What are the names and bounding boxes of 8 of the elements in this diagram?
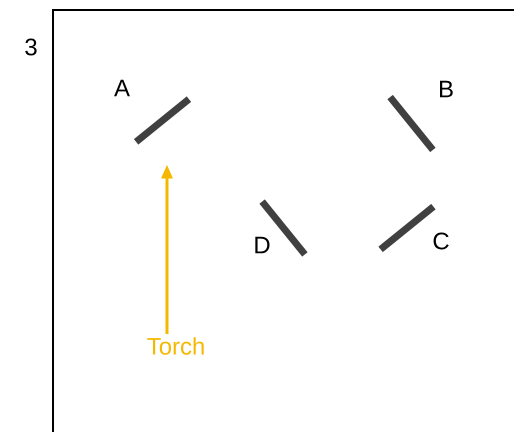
mirror-label: B <box>440 80 453 98</box>
torch-label: Torch <box>147 337 204 355</box>
mirror <box>387 94 436 152</box>
mirror-label: D <box>255 236 270 254</box>
panel-number: 3 <box>25 38 37 56</box>
mirror <box>134 96 192 145</box>
mirror-label: A <box>114 80 130 96</box>
mirror-label: C <box>434 232 449 250</box>
